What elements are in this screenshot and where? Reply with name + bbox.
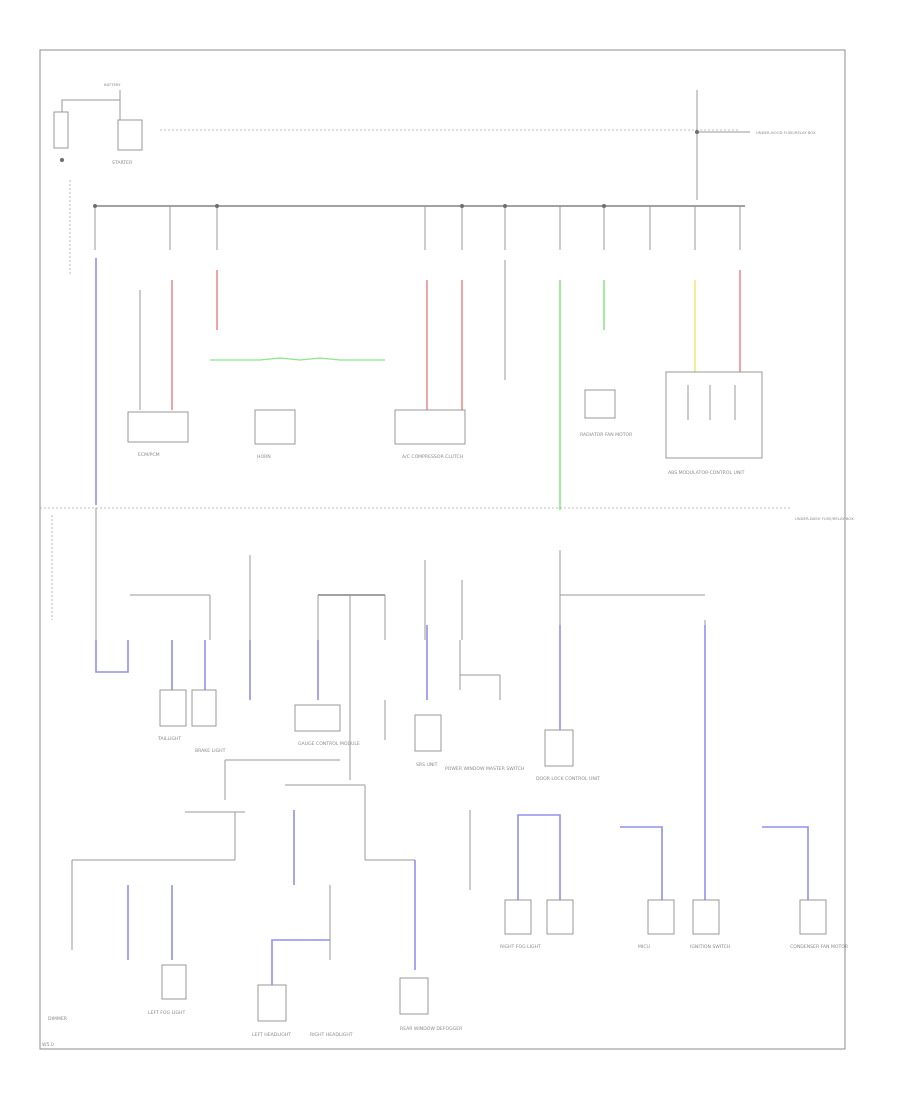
battery-label: BATTERY	[104, 82, 121, 87]
lower-grey-wiring	[71, 640, 501, 960]
dimmer-label: DIMMER	[48, 1016, 68, 1022]
upper-wires	[95, 258, 741, 510]
mpcs-box	[647, 899, 675, 935]
abs-label: ABS MODULATOR-CONTROL UNIT	[668, 470, 745, 476]
ignition-box	[692, 899, 720, 935]
blue-wire-17	[762, 826, 809, 900]
srs-box	[414, 714, 442, 752]
battery-symbol	[53, 111, 69, 149]
blue-wire-14	[271, 939, 330, 985]
upper-components: ECM/PCM HORN A/C COMPRESSOR CLUTCH RADIA…	[127, 371, 763, 476]
door-lock-box	[544, 729, 574, 767]
fog-relay-box	[394, 409, 466, 445]
radiator-fan-label: RADIATOR FAN MOTOR	[580, 432, 633, 438]
blue-wire-16	[620, 826, 663, 900]
starter-component	[117, 119, 143, 151]
gauge-box	[294, 704, 341, 732]
under-hood-label: UNDER-HOOD FUSE/RELAY BOX	[756, 130, 816, 135]
taillight-label: TAILLIGHT	[157, 736, 181, 742]
blue-loop-left	[95, 640, 129, 673]
blue-wire-15	[517, 814, 561, 900]
horn-label: HORN	[257, 454, 271, 460]
brake-label: BRAKE LIGHT	[195, 748, 226, 754]
under-dash-bus	[95, 508, 706, 780]
horn-box	[254, 409, 296, 445]
radiator-fan-box	[584, 389, 616, 419]
starter-label: STARTER	[112, 160, 133, 166]
condenser-fan-box	[546, 899, 574, 935]
green-wire-horizontal	[210, 357, 385, 361]
left-head-box	[257, 984, 287, 1022]
gauge-label: GAUGE CONTROL MODULE	[298, 741, 360, 747]
right-fog-label: RIGHT FOG LIGHT	[500, 944, 541, 950]
battery-section: STARTER BATTERY UNDER-HOOD FUSE/RELAY BO…	[53, 82, 816, 275]
mpcs-label: MICU	[638, 944, 650, 950]
left-fog-box	[161, 964, 187, 1000]
condenser-fan-label: CONDENSER FAN MOTOR	[790, 944, 849, 950]
left-head-label: LEFT HEADLIGHT	[252, 1032, 291, 1038]
abs-module-box	[665, 371, 763, 459]
under-hood-bus	[93, 204, 745, 250]
ecm-box	[127, 411, 189, 443]
brake-box	[191, 689, 217, 727]
left-fog-label: LEFT FOG LIGHT	[148, 1010, 185, 1016]
power-window-label: POWER WINDOW MASTER SWITCH	[445, 766, 524, 772]
taillight-box	[159, 689, 187, 727]
footer-code: W5.0	[42, 1042, 54, 1048]
right-fog-box	[504, 899, 532, 935]
ecm-label: ECM/PCM	[138, 452, 160, 458]
lower-wires	[95, 625, 809, 985]
diagram-frame	[39, 49, 846, 1050]
right-head-label: RIGHT HEADLIGHT	[310, 1032, 353, 1038]
condenser-right-box	[799, 899, 827, 935]
lower-components: TAILLIGHT BRAKE LIGHT GAUGE CONTROL MODU…	[48, 689, 849, 1038]
srs-label: SRS UNIT	[416, 762, 438, 768]
defog-label: REAR WINDOW DEFOGGER	[400, 1026, 463, 1032]
defog-box	[399, 977, 429, 1015]
ignition-label: IGNITION SWITCH	[690, 944, 730, 950]
under-dash-label: UNDER-DASH FUSE/RELAY BOX	[795, 516, 854, 521]
door-lock-label: DOOR LOCK CONTROL UNIT	[536, 776, 600, 782]
ac-clutch-label: A/C COMPRESSOR CLUTCH	[402, 454, 463, 460]
